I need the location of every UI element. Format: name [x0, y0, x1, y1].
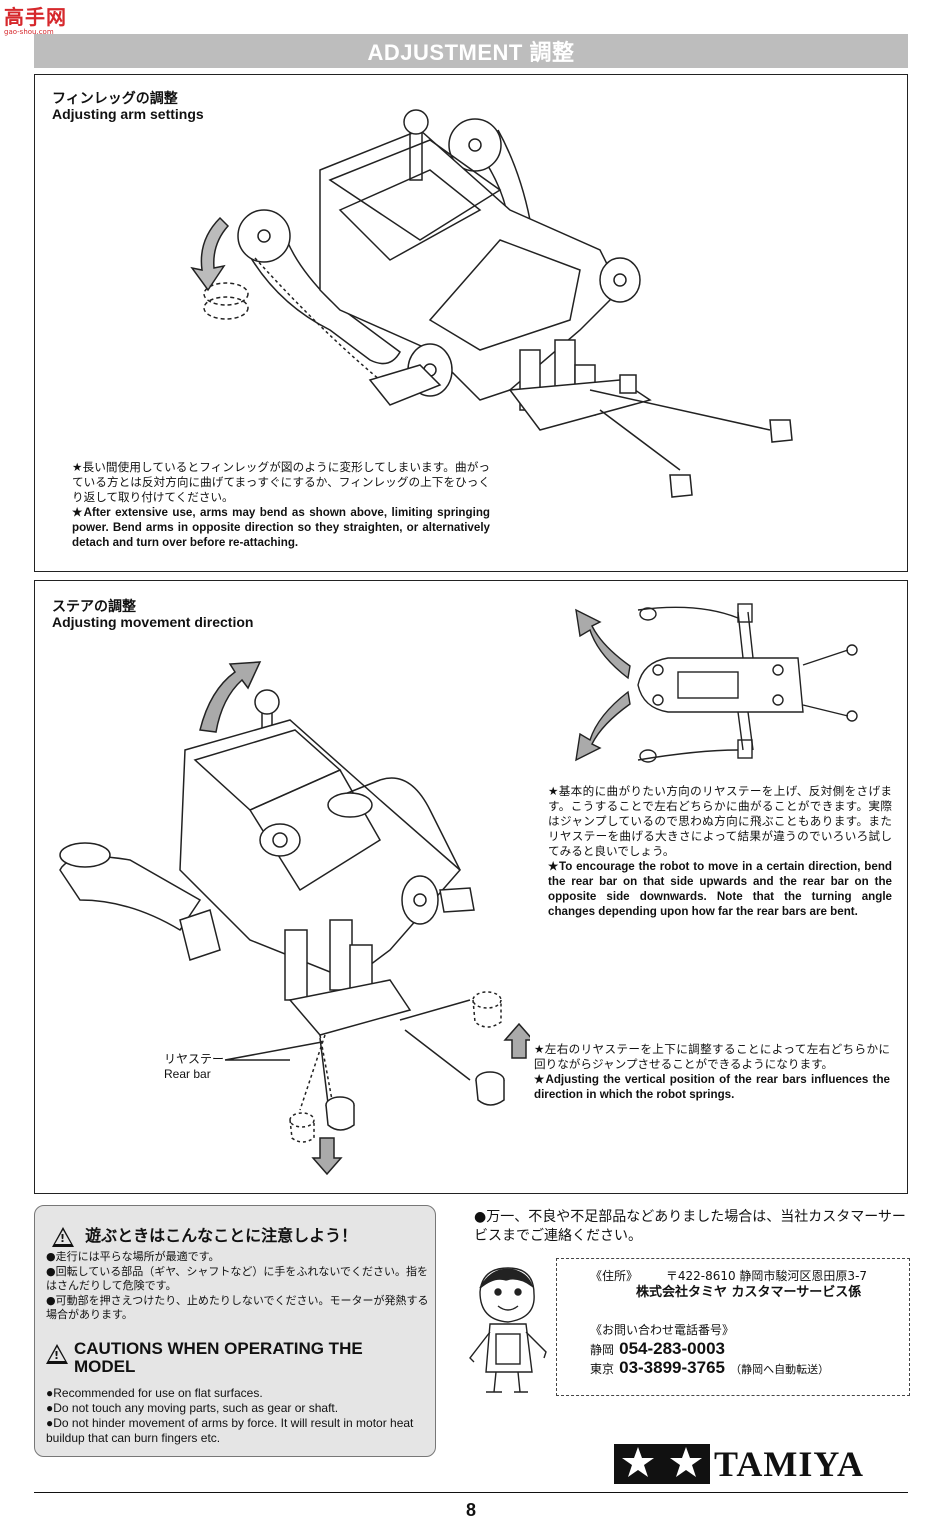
steering-note2-jp: ★左右のリヤステーを上下に調整することによって左右どちらかに回りながらジャンプさ… — [534, 1042, 890, 1071]
turn-down-arrow-icon — [575, 690, 631, 762]
service-notice: ●万一、不良や不足部品などありました場合は、当社カスタマーサービスまでご連絡くだ… — [474, 1209, 906, 1244]
steering-illustration — [59, 661, 530, 1176]
star-logo-icon — [614, 1444, 710, 1484]
arm-settings-title-en: Adjusting arm settings — [52, 106, 204, 122]
movement-title-jp: ステアの調整 — [52, 599, 136, 615]
phone-row-tokyo: 東京 03-3899-3765 （静岡へ自動転送） — [590, 1358, 829, 1378]
company-name: 株式会社タミヤ カスタマーサービス係 — [636, 1285, 862, 1300]
steering-note-2: ★左右のリヤステーを上下に調整することによって左右どちらかに回りながらジャンプさ… — [534, 1042, 890, 1102]
mascot-illustration — [469, 1267, 547, 1393]
address: 〒422-8610 静岡市駿河区恩田原3-7 — [665, 1269, 868, 1283]
turn-up-arrow-icon — [575, 608, 631, 680]
caution-list-en: ●Recommended for use on flat surfaces. ●… — [46, 1386, 426, 1446]
caution-title-jp-row: 遊ぶときはこんなことに注意しよう！ — [52, 1222, 432, 1247]
top-view-illustration — [575, 603, 858, 763]
brand-name: TAMIYA — [714, 1444, 865, 1484]
caution-item-jp: ●回転している部品（ギヤ、シャフトなど）に手をふれないでください。指をはさんだり… — [46, 1264, 429, 1293]
steering-note-1: ★基本的に曲がりたい方向のリヤステーを上げ、反対側をさげます。こうすることで左右… — [548, 784, 892, 919]
phone-label: 《お問い合わせ電話番号》 — [590, 1323, 735, 1337]
rotate-arrow-icon — [199, 661, 262, 733]
caution-item-jp: ●可動部を押さえつけたり、止めたりしないでください。モーターが発熱する場合があり… — [46, 1293, 429, 1322]
arm-bending-illustration — [190, 109, 793, 498]
caution-item-en: ●Recommended for use on flat surfaces. — [46, 1386, 263, 1400]
rear-bar-label-jp: リヤステー — [164, 1052, 225, 1066]
site-logo-text: 高手网 — [4, 5, 67, 29]
contact-box — [556, 1258, 910, 1396]
arm-settings-title-jp: フィンレッグの調整 — [52, 91, 178, 107]
phone-city: 静岡 — [590, 1343, 615, 1357]
phone-number: 03-3899-3765 — [619, 1358, 725, 1377]
page-header: ADJUSTMENT 調整 — [34, 34, 908, 68]
caution-box — [34, 1205, 436, 1457]
arm-note-en: ★After extensive use, arms may bend as s… — [72, 506, 490, 549]
page-number: 8 — [465, 1500, 476, 1520]
phone-note: （静岡へ自動転送） — [730, 1363, 830, 1376]
caution-item-en: ●Do not hinder movement of arms by force… — [46, 1416, 414, 1445]
down-arrow-icon — [311, 1137, 343, 1176]
rear-bar-label-en: Rear bar — [164, 1067, 211, 1081]
site-logo-url: gao-shou.com — [4, 28, 54, 36]
movement-title-en: Adjusting movement direction — [52, 614, 254, 630]
phone-number: 054-283-0003 — [619, 1339, 725, 1358]
caution-title-en: CAUTIONS WHEN OPERATING THE MODEL — [74, 1339, 363, 1376]
caution-list-jp: ●走行には平らな場所が最適です。 ●回転している部品（ギヤ、シャフトなど）に手を… — [46, 1250, 430, 1323]
caution-item-en: ●Do not touch any moving parts, such as … — [46, 1401, 339, 1415]
up-arrow-icon — [503, 1022, 530, 1059]
warning-icon — [46, 1344, 68, 1364]
phone-city: 東京 — [590, 1362, 615, 1376]
bend-arrow-icon — [190, 216, 230, 292]
address-label: 《住所》 — [590, 1269, 639, 1283]
footer-divider — [34, 1492, 908, 1493]
caution-title-en-row: CAUTIONS WHEN OPERATING THE MODEL — [46, 1340, 426, 1376]
page-title: ADJUSTMENT 調整 — [367, 40, 575, 65]
phone-row-shizuoka: 静岡 054-283-0003 — [590, 1339, 725, 1359]
arm-settings-note: ★長い間使用しているとフィンレッグが図のように変形してしまいます。曲がっている方… — [72, 460, 490, 550]
steering-note2-en: ★Adjusting the vertical position of the … — [534, 1073, 890, 1101]
address-row: 《住所》 〒422-8610 静岡市駿河区恩田原3-7 — [590, 1268, 900, 1284]
caution-title-jp: 遊ぶときはこんなことに注意しよう！ — [85, 1226, 358, 1245]
rear-bar-callout: リヤステー Rear bar — [164, 1052, 224, 1082]
arm-note-jp: ★長い間使用しているとフィンレッグが図のように変形してしまいます。曲がっている方… — [72, 460, 490, 504]
caution-item-jp: ●走行には平らな場所が最適です。 — [46, 1250, 220, 1263]
warning-icon — [52, 1226, 74, 1247]
steering-note1-en: ★To encourage the robot to move in a cer… — [548, 860, 892, 918]
steering-note1-jp: ★基本的に曲がりたい方向のリヤステーを上げ、反対側をさげます。こうすることで左右… — [548, 784, 892, 858]
site-watermark-logo: 高手网 gao-shou.com — [4, 6, 70, 38]
tamiya-logo: TAMIYA — [614, 1444, 908, 1484]
